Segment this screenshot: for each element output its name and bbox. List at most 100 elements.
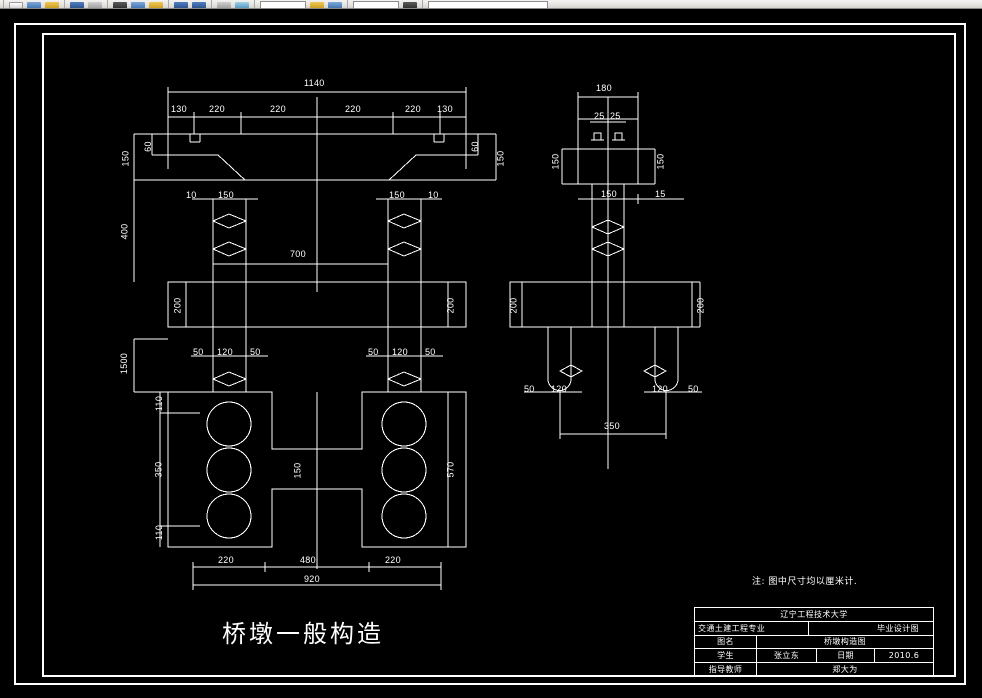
dim-side-top-width: 180 [596,83,612,93]
title-block-row-major: 交通土建工程专业 毕业设计图 [695,621,933,636]
toolbar-button-new-file[interactable] [7,0,25,8]
toolbar-button-layer-manager[interactable] [308,0,326,8]
dim-footing-mid: 350 [153,461,164,478]
toolbar-button-properties[interactable] [326,0,344,8]
dim-column-width-left: 150 [218,190,234,200]
toolbar-button-match-properties[interactable] [401,0,419,8]
toolbar-divider [254,0,255,8]
dim-pile-left-b: 120 [217,347,233,357]
dim-pile-left-a: 50 [193,347,204,357]
dim-side-capbeam-right: 200 [695,297,706,314]
title-block-row-student: 学生 张立东 日期 2010.6 [695,649,933,664]
dim-side-pile-right-a: 120 [652,384,668,394]
save-icon [45,2,59,8]
undo-icon [174,2,188,8]
dim-pile-right-c: 50 [425,347,436,357]
title-block-row-drawing-name: 图名 桥墩构造图 [695,635,933,650]
date-label: 日期 [817,649,875,663]
dim-column-offset-left: 10 [186,190,197,200]
dim-footing-notch: 150 [292,462,303,479]
dim-pile-left-c: 50 [250,347,261,357]
properties-icon [328,2,342,8]
dim-column-offset-right: 10 [428,190,439,200]
drawing-geometry [133,87,702,590]
dim-cap-height-right: 150 [495,150,506,167]
dim-side-pile-left-b: 120 [551,384,567,394]
open-folder-icon [27,2,41,8]
toolbar-divider [211,0,212,8]
dim-column-height: 400 [119,223,130,240]
redo-icon [192,2,206,8]
cad-toolbar[interactable] [0,0,982,9]
dim-top-seg-4: 220 [345,104,361,114]
toolbar-button-cut[interactable] [111,0,129,8]
toolbar-button-open[interactable] [25,0,43,8]
dim-bottom-total: 920 [304,574,320,584]
toolbar-button-redo[interactable] [190,0,208,8]
toolbar-button-pan[interactable] [215,0,233,8]
dim-bottom-seg-1: 220 [218,555,234,565]
drawing-title-block[interactable]: 辽宁工程技术大学 交通土建工程专业 毕业设计图 图名 桥墩构造图 学生 张立东 … [694,607,934,677]
dim-side-pile-left-a: 50 [524,384,535,394]
dim-cap-height-left: 150 [120,150,131,167]
layer-state-field[interactable] [258,0,308,8]
date-value: 2010.6 [888,651,920,661]
drawing-name-label: 图名 [695,635,757,649]
dim-top-seg-3: 220 [270,104,286,114]
print-icon [70,2,84,8]
layer-manager-icon [310,2,324,8]
title-block-row-university: 辽宁工程技术大学 [695,608,933,622]
color-control-field[interactable] [351,0,401,8]
dim-footing-top-edge: 110 [154,395,165,412]
cut-icon [113,2,127,8]
drawing-note: 注: 图中尺寸均以厘米计. [752,577,858,587]
dim-footing-bottom-edge: 110 [154,524,165,541]
toolbar-button-copy[interactable] [129,0,147,8]
sheet-border-inner [42,33,956,677]
dim-top-seg-2: 220 [209,104,225,114]
dim-overall-height: 1500 [119,352,130,375]
dim-column-width-right: 150 [389,190,405,200]
dim-top-seg-1: 130 [171,104,187,114]
dim-cap-slope-left: 60 [142,141,153,152]
dim-side-column-width: 150 [601,189,617,199]
toolbar-divider [422,0,423,8]
toolbar-button-undo[interactable] [172,0,190,8]
toolbar-button-plot-preview[interactable] [86,0,104,8]
color-input[interactable] [353,1,399,8]
toolbar-button-save[interactable] [43,0,61,8]
major-name: 交通土建工程专业 [695,621,809,635]
dim-side-cap-height-right: 150 [655,153,666,170]
dim-side-bearing-right: 25 [610,111,621,121]
dim-pile-right-b: 120 [392,347,408,357]
sheet-border-outer [14,23,966,685]
dim-pile-right-a: 50 [368,347,379,357]
instructor-value: 郑大为 [832,665,858,675]
plot-preview-icon [88,2,102,8]
linetype-input[interactable] [428,1,548,8]
dim-cap-slope-right: 60 [469,141,480,152]
instructor-label: 指导教师 [695,663,757,676]
toolbar-button-paste[interactable] [147,0,165,8]
pan-icon [217,2,231,8]
toolbar-divider [3,0,4,8]
dim-side-capbeam-left: 200 [508,297,519,314]
toolbar-button-zoom[interactable] [233,0,251,8]
university-name: 辽宁工程技术大学 [780,609,848,619]
layer-input[interactable] [260,1,306,8]
toolbar-button-print[interactable] [68,0,86,8]
title-block-row-instructor: 指导教师 郑大为 [695,663,933,676]
linetype-control-field[interactable] [426,0,550,8]
dim-side-bearing-left: 25 [594,111,605,121]
dim-side-cap-height-left: 150 [550,153,561,170]
student-label: 学生 [695,649,757,663]
dim-top-seg-6: 130 [437,104,453,114]
zoom-icon [235,2,249,8]
dim-capbeam-height-right: 200 [445,297,456,314]
cad-drawing-canvas[interactable]: 1140 130 220 220 220 220 130 150 60 400 … [0,9,982,698]
match-properties-icon [403,2,417,8]
dim-side-pile-spacing: 350 [604,421,620,431]
drawing-main-title: 桥墩一般构造 [222,620,384,648]
new-file-icon [9,2,23,8]
